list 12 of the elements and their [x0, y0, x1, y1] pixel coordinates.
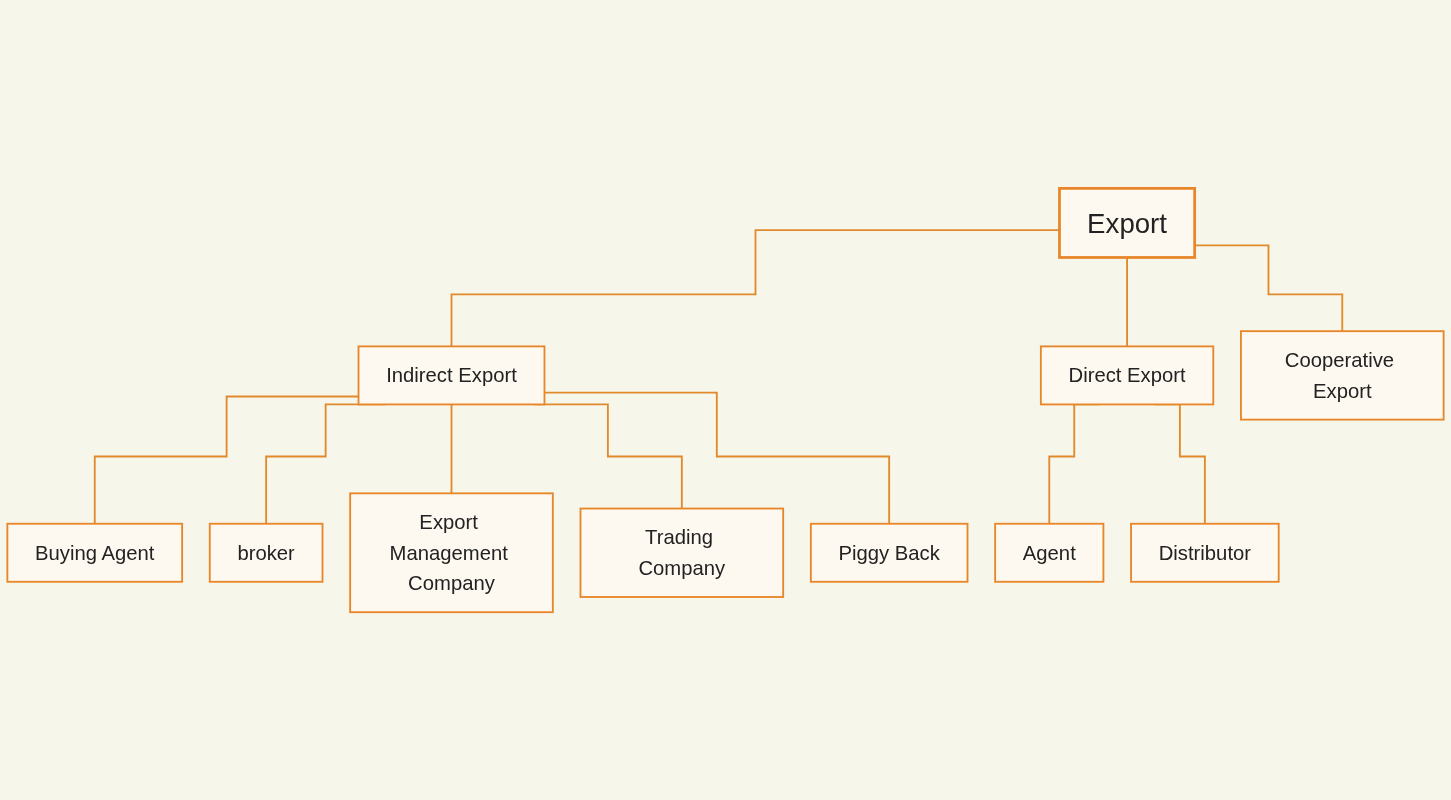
node-box: Piggy Back	[809, 522, 969, 583]
node-box: Trading Company	[579, 507, 785, 598]
node-box: Cooperative Export	[1240, 329, 1445, 421]
connector	[450, 403, 453, 494]
node-box: Distributor	[1130, 522, 1280, 583]
node-box: Indirect Export	[357, 345, 546, 406]
node-box: broker	[208, 522, 324, 583]
node-box: Buying Agent	[6, 522, 184, 583]
node-box: Agent	[994, 522, 1105, 583]
node-box: Direct Export	[1039, 345, 1215, 406]
node-box: Export	[1058, 186, 1197, 259]
node-box: Export Management Company	[349, 492, 554, 613]
